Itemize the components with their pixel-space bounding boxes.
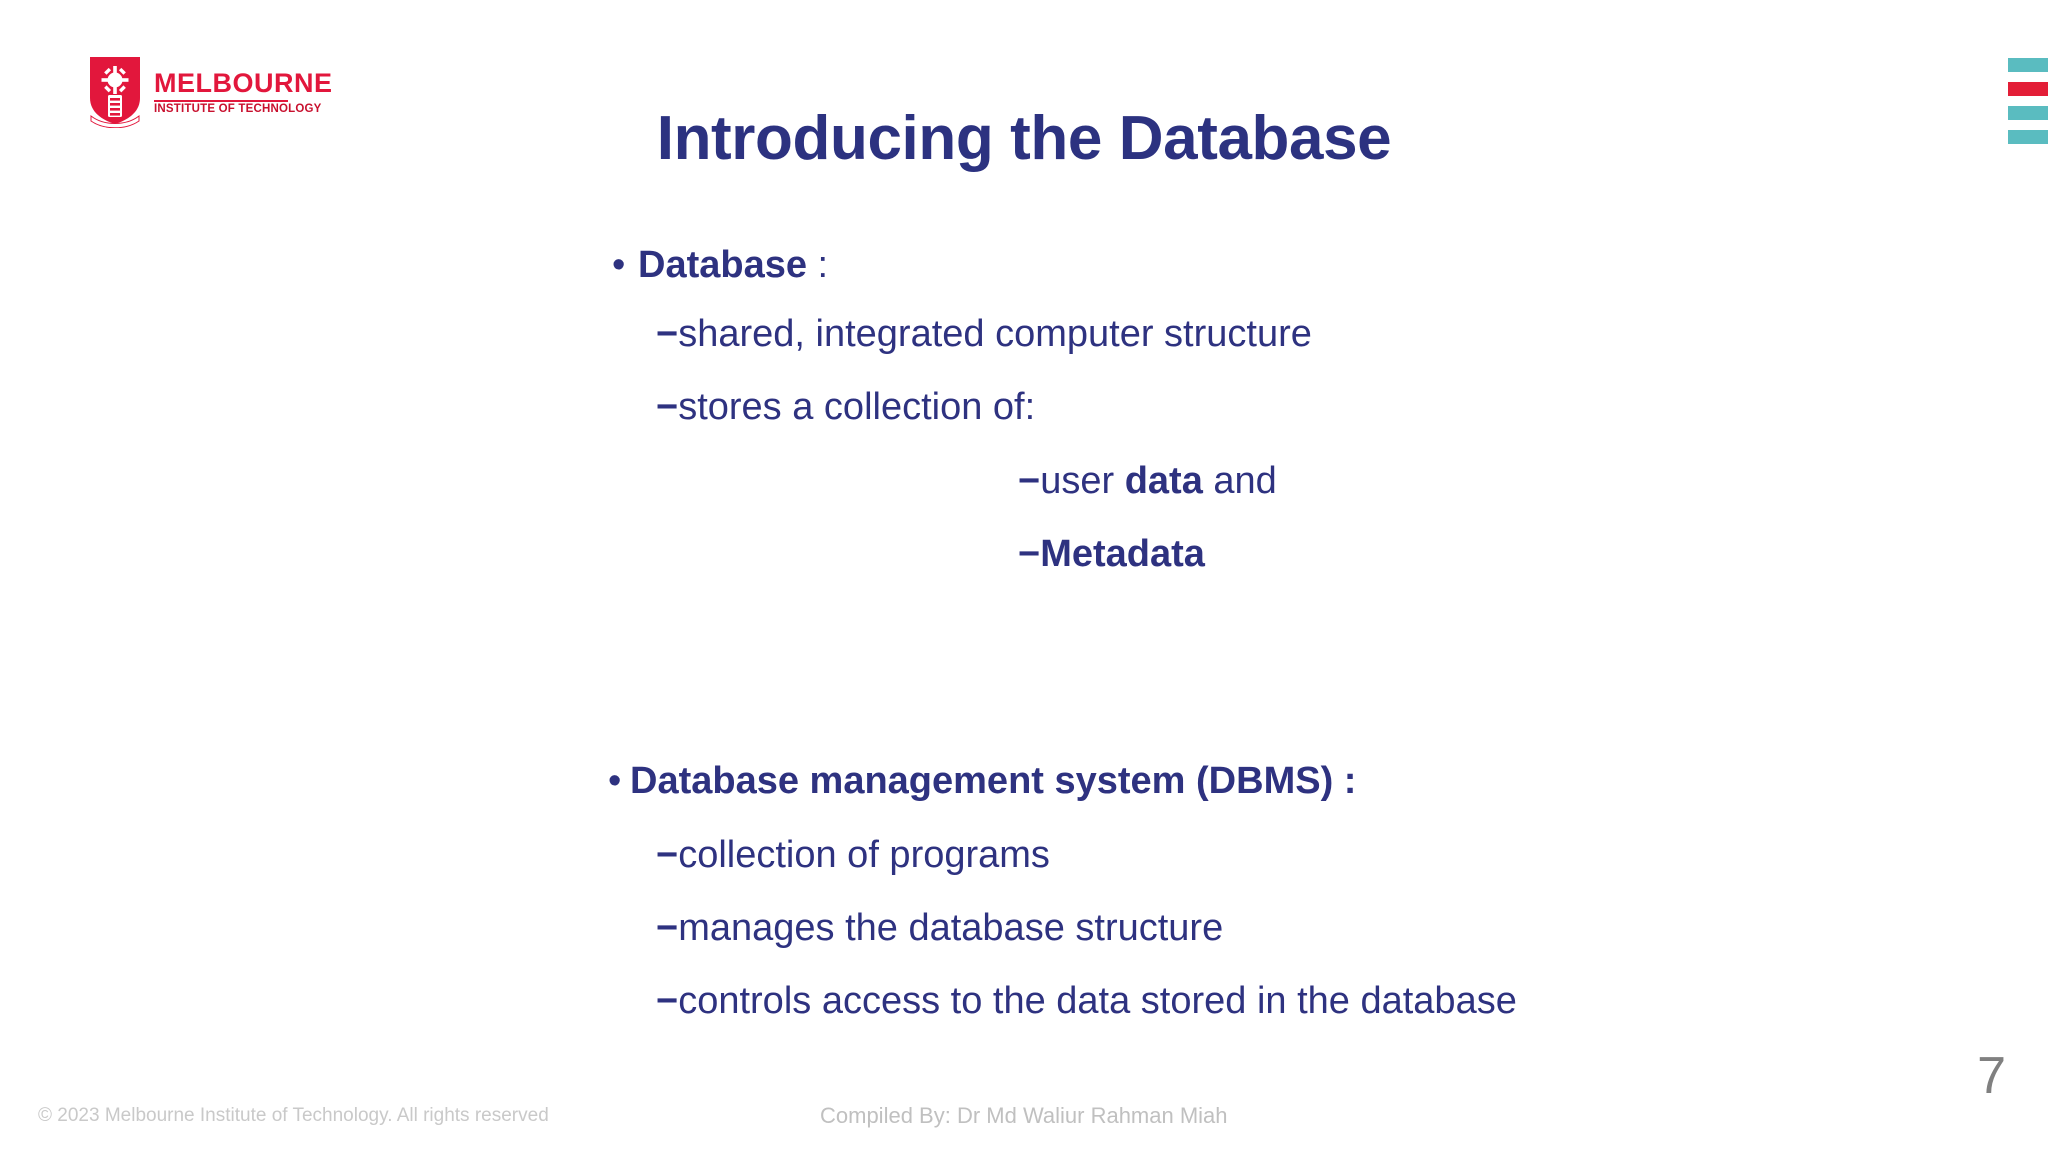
dash-icon: − <box>656 834 679 876</box>
sub-bullet-collection-programs: −collection of programs <box>656 836 1050 874</box>
sub-sub-bullet-metadata: −Metadata <box>1018 535 1205 573</box>
bullet-dot-icon: • <box>612 244 626 286</box>
sub-sub-bullet-prefix: user <box>1040 460 1125 502</box>
bullet-dbms-label: Database management system (DBMS) : <box>630 760 1357 802</box>
sub-bullet-shared-structure: −shared, integrated computer structure <box>656 315 1312 353</box>
sub-bullet-label: stores a collection of: <box>678 386 1036 428</box>
dash-icon: − <box>1018 533 1041 575</box>
sub-bullet-manages-structure: −manages the database structure <box>656 909 1223 947</box>
page-number: 7 <box>1977 1047 2006 1105</box>
dash-icon: − <box>656 313 679 355</box>
dash-icon: − <box>1018 460 1041 502</box>
footer-compiled-by: Compiled By: Dr Md Waliur Rahman Miah <box>820 1103 1228 1128</box>
bullet-database-label: Database <box>638 244 807 286</box>
sub-bullet-label: shared, integrated computer structure <box>678 313 1312 355</box>
logo-word-melbourne: MELBOURNE <box>154 68 333 99</box>
footer-copyright: © 2023 Melbourne Institute of Technology… <box>38 1105 549 1126</box>
bullet-database-colon: : <box>806 244 829 286</box>
bar-red <box>2008 82 2048 96</box>
sub-sub-bullet-emphasis: data <box>1124 460 1203 502</box>
sub-sub-bullet-suffix: and <box>1202 460 1277 502</box>
corner-decoration-bars <box>2008 58 2048 154</box>
sub-bullet-controls-access: −controls access to the data stored in t… <box>656 982 1517 1020</box>
bar-teal-2 <box>2008 106 2048 120</box>
sub-bullet-stores-collection: −stores a collection of: <box>656 388 1035 426</box>
institution-logo: MELBOURNE INSTITUTE OF TECHNOLOGY <box>86 54 333 128</box>
sub-sub-bullet-user-data: −user data and <box>1018 462 1277 500</box>
dash-icon: − <box>656 907 679 949</box>
shield-crest-icon <box>86 54 144 128</box>
logo-subtitle: INSTITUTE OF TECHNOLOGY <box>154 103 322 116</box>
bullet-dot-icon: • <box>608 760 622 802</box>
bullet-dbms-heading: •Database management system (DBMS) : <box>608 762 1356 800</box>
dash-icon: − <box>656 386 679 428</box>
dash-icon: − <box>656 980 679 1022</box>
bar-teal-3 <box>2008 130 2048 144</box>
logo-wordmark: MELBOURNE INSTITUTE OF TECHNOLOGY <box>154 66 333 116</box>
slide-title: Introducing the Database <box>656 104 1392 173</box>
sub-sub-bullet-emphasis: Metadata <box>1040 533 1205 575</box>
bullet-database-heading: • Database : <box>612 246 828 284</box>
sub-bullet-label: manages the database structure <box>678 907 1224 949</box>
sub-bullet-label: collection of programs <box>678 834 1050 876</box>
bar-teal-1 <box>2008 58 2048 72</box>
logo-divider <box>154 100 288 103</box>
sub-bullet-label: controls access to the data stored in th… <box>678 980 1517 1022</box>
